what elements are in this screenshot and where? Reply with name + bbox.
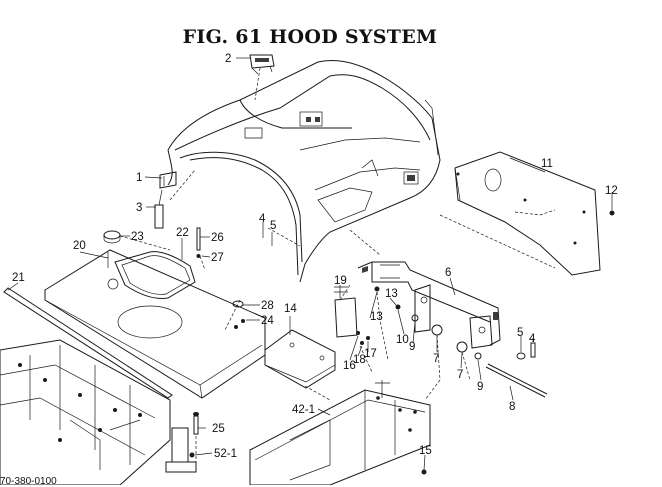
bolt-26 (196, 227, 201, 258)
cover-panel (44, 249, 266, 399)
callout-17: 17 (364, 348, 377, 360)
bolt-24 (234, 319, 245, 329)
gasket-frame (114, 251, 196, 299)
callout-3: 3 (136, 202, 142, 214)
hinge-frame (357, 261, 501, 349)
callout-25: 25 (212, 423, 225, 435)
callout-8: 8 (509, 401, 515, 413)
frame-42-1 (249, 380, 431, 485)
callout-4-lower: 4 (529, 333, 536, 345)
rod-8 (485, 363, 548, 398)
callout-9-upper: 9 (409, 341, 415, 353)
callout-28: 28 (261, 300, 274, 312)
side-panel (454, 151, 601, 276)
callout-23: 23 (131, 231, 144, 243)
hood-shell (159, 59, 441, 283)
callout-52-1: 52-1 (214, 448, 237, 460)
mount-52-1 (165, 427, 197, 473)
callout-5-lower: 5 (517, 327, 523, 339)
callout-4-upper: 4 (259, 213, 266, 225)
assembly-lines (119, 67, 556, 470)
callout-19: 19 (334, 275, 347, 287)
callout-1: 1 (136, 172, 142, 184)
fasteners-16-18-17 (356, 331, 370, 345)
edge-strip (3, 287, 173, 399)
leader-lines (7, 57, 613, 471)
chassis-frame (0, 339, 171, 485)
hood-stay-rod (154, 189, 164, 229)
cap-28 (232, 300, 244, 308)
plate-19 (334, 286, 358, 338)
callout-42-1: 42-1 (292, 404, 315, 416)
callout-22: 22 (176, 227, 189, 239)
callout-labels: 2 1 3 11 12 4 5 23 22 26 27 20 21 28 24 … (12, 53, 618, 460)
callout-6: 6 (445, 267, 451, 279)
cap-23 (103, 230, 121, 244)
callout-7-left: 7 (433, 353, 439, 365)
callout-9-lower: 9 (477, 381, 483, 393)
callout-26: 26 (211, 232, 224, 244)
figure-title: FIG. 61 HOOD SYSTEM (182, 26, 438, 48)
callout-18: 18 (353, 354, 366, 366)
callout-13-right: 13 (385, 288, 398, 300)
callout-5-upper: 5 (270, 220, 276, 232)
bracket-14 (264, 329, 336, 389)
bolt-25 (193, 412, 199, 435)
callout-2: 2 (225, 53, 231, 65)
drawing-code: 70-380-0100 (0, 476, 57, 487)
callout-13-left: 13 (370, 311, 383, 323)
callout-14: 14 (284, 303, 297, 315)
callout-16: 16 (343, 360, 356, 372)
callout-12: 12 (605, 185, 618, 197)
callout-11: 11 (541, 158, 553, 170)
callout-21: 21 (12, 272, 25, 284)
screw-12 (609, 210, 615, 216)
callout-15: 15 (419, 445, 432, 457)
callout-7-right: 7 (457, 369, 463, 381)
callout-10: 10 (396, 334, 409, 346)
callout-24: 24 (261, 315, 274, 327)
pins-washers (374, 286, 536, 360)
callout-20: 20 (73, 240, 86, 252)
callout-27: 27 (211, 252, 224, 264)
hood-handle (249, 54, 275, 75)
